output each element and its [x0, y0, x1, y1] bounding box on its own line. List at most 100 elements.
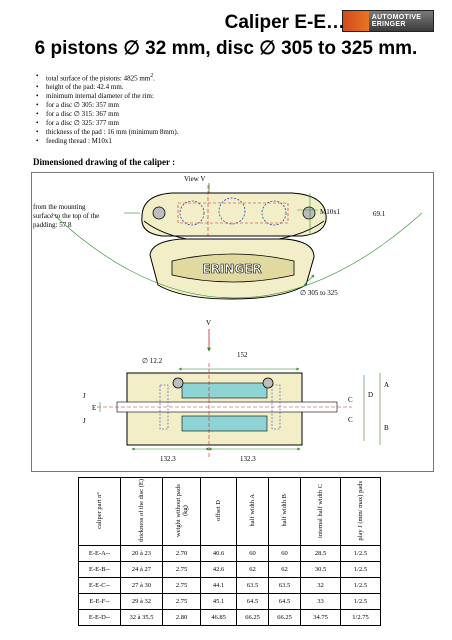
disc-label: ∅ 305 to 325 — [300, 289, 338, 297]
col-header-thickness: thickness of the disc (E) — [120, 477, 163, 546]
cell-thickness: 27 à 30 — [120, 577, 163, 594]
cell-part: E-E-A-- — [78, 545, 121, 562]
cell-part: E-E-D-- — [78, 609, 121, 626]
caliper-top-view — [141, 185, 327, 293]
label-e: E — [92, 404, 96, 412]
mounting-note-line1: from the mounting — [33, 203, 86, 211]
cell-weight: 2.75 — [162, 577, 201, 594]
cell-internal-c: 33 — [300, 593, 341, 610]
spec-item: feeding thread : M10x1 — [36, 137, 178, 146]
cell-part: E-E-B-- — [78, 561, 121, 578]
cell-play: 1/2.5 — [340, 545, 381, 562]
mount-bolt-right — [302, 206, 316, 220]
cell-play: 1/2.5 — [340, 593, 381, 610]
caliper-drawing: View V from the mounting surface to the … — [33, 175, 423, 463]
piston-upper — [181, 382, 268, 399]
cell-internal-c: 28.5 — [300, 545, 341, 562]
piston-hidden-2 — [218, 197, 246, 225]
cell-half-width-b: 60 — [268, 545, 301, 562]
page-title: Caliper E-E… — [224, 12, 345, 33]
cell-offset: 46.85 — [200, 609, 237, 626]
cell-half-width-a: 63.5 — [236, 577, 269, 594]
caliper-spec-table: caliper part n° thickness of the disc (E… — [78, 477, 381, 626]
label-b: B — [384, 424, 389, 432]
caliper-top-body — [141, 192, 327, 237]
dim-132-left: 132.3 — [160, 455, 176, 463]
spec-item: for a disc ∅ 325: 377 mm — [36, 119, 178, 128]
spec-item: minimum internal diameter of the rim: — [36, 92, 178, 101]
col-header-half-width-b: half width B — [268, 477, 301, 546]
mounting-note-line2: surface to the top of the — [33, 212, 99, 220]
disc-arc — [51, 212, 423, 299]
table-row: E-E-C-- 27 à 30 2.75 44.1 63.5 63.5 32 1… — [78, 577, 381, 594]
cell-half-width-a: 66.25 — [236, 609, 269, 626]
cell-thickness: 32 à 35.5 — [120, 609, 163, 626]
table-row: E-E-D-- 32 à 35.5 2.80 46.85 66.25 66.25… — [78, 609, 381, 626]
spec-item: for a disc ∅ 305: 357 mm — [36, 101, 178, 110]
spec-list: total surface of the pistons: 4825 mm2. … — [36, 72, 178, 146]
table-row: E-E-F-- 29 à 32 2.75 45.1 64.5 64.5 33 1… — [78, 593, 381, 610]
bleed-screw-left — [172, 377, 184, 389]
cell-half-width-b: 64.5 — [268, 593, 301, 610]
view-label: View V — [184, 175, 205, 183]
cell-weight: 2.70 — [162, 545, 201, 562]
table-row: E-E-B-- 24 à 27 2.75 42.6 62 62 30.5 1/2… — [78, 561, 381, 578]
table-row: E-E-A-- 20 à 23 2.70 40.6 60 60 28.5 1/2… — [78, 545, 381, 562]
pad-outline — [177, 202, 289, 224]
cell-play: 1/2.75 — [340, 609, 381, 626]
cell-internal-c: 30.5 — [300, 561, 341, 578]
col-header-half-width-a: half width A — [236, 477, 269, 546]
piston-lower — [181, 415, 268, 432]
logo-stripe — [343, 11, 369, 31]
cell-offset: 45.1 — [200, 593, 237, 610]
mounting-note-line3: padding: 57.8 — [33, 221, 72, 229]
spec-item: thickness of the pad : 16 mm (minimum 8m… — [36, 128, 178, 137]
col-header-weight: weight without pads (kg) — [162, 477, 201, 546]
caliper-front-view: ERINGER — [149, 238, 315, 300]
cell-play: 1/2.5 — [340, 561, 381, 578]
piston-hidden-1 — [179, 200, 205, 226]
cell-half-width-a: 62 — [236, 561, 269, 578]
cell-play: 1/2.5 — [340, 577, 381, 594]
cell-offset: 44.1 — [200, 577, 237, 594]
dim-132-right: 132.3 — [240, 455, 256, 463]
cell-part: E-E-C-- — [78, 577, 121, 594]
cell-part: E-E-F-- — [78, 593, 121, 610]
col-header-internal-c: internal half width C — [300, 477, 341, 546]
drawing-frame: View V from the mounting surface to the … — [31, 172, 434, 472]
cell-weight: 2.75 — [162, 561, 201, 578]
brand-logo: AUTOMOTIVE ERINGER — [342, 10, 434, 32]
cell-internal-c: 34.75 — [300, 609, 341, 626]
dia-label: ∅ 12.2 — [142, 357, 163, 365]
cell-offset: 40.6 — [200, 545, 237, 562]
col-header-offset: offset D — [200, 477, 237, 546]
label-a: A — [384, 381, 389, 389]
brand-text: ERINGER — [202, 262, 261, 276]
cell-weight: 2.75 — [162, 593, 201, 610]
label-c-top: C — [348, 396, 353, 404]
cell-thickness: 29 à 32 — [120, 593, 163, 610]
label-j-bottom: J — [83, 417, 86, 425]
spec-item: for a disc ∅ 315: 367 mm — [36, 110, 178, 119]
spec-item: height of the pad: 42.4 mm. — [36, 83, 178, 92]
label-d: D — [368, 391, 373, 399]
disc-leader — [303, 274, 315, 286]
cell-offset: 42.6 — [200, 561, 237, 578]
cell-half-width-b: 63.5 — [268, 577, 301, 594]
label-c-bottom: C — [348, 416, 353, 424]
cell-half-width-a: 60 — [236, 545, 269, 562]
dim-69: 69.1 — [373, 210, 386, 218]
brand-plate — [171, 253, 295, 283]
cell-half-width-a: 64.5 — [236, 593, 269, 610]
dim-152: 152 — [237, 351, 248, 359]
piston-hidden-3 — [261, 200, 287, 226]
bleed-screw-right — [262, 377, 274, 389]
cell-half-width-b: 66.25 — [268, 609, 301, 626]
page-subtitle: 6 pistons ∅ 32 mm, disc ∅ 305 to 325 mm. — [34, 38, 418, 59]
table-header-row: caliper part n° thickness of the disc (E… — [78, 477, 381, 546]
col-header-part: caliper part n° — [78, 477, 121, 546]
col-header-play: play J (mm/ max) pads — [340, 477, 381, 546]
cell-thickness: 20 à 23 — [120, 545, 163, 562]
logo-text: AUTOMOTIVE ERINGER — [371, 14, 422, 28]
v-label: V — [206, 319, 211, 327]
